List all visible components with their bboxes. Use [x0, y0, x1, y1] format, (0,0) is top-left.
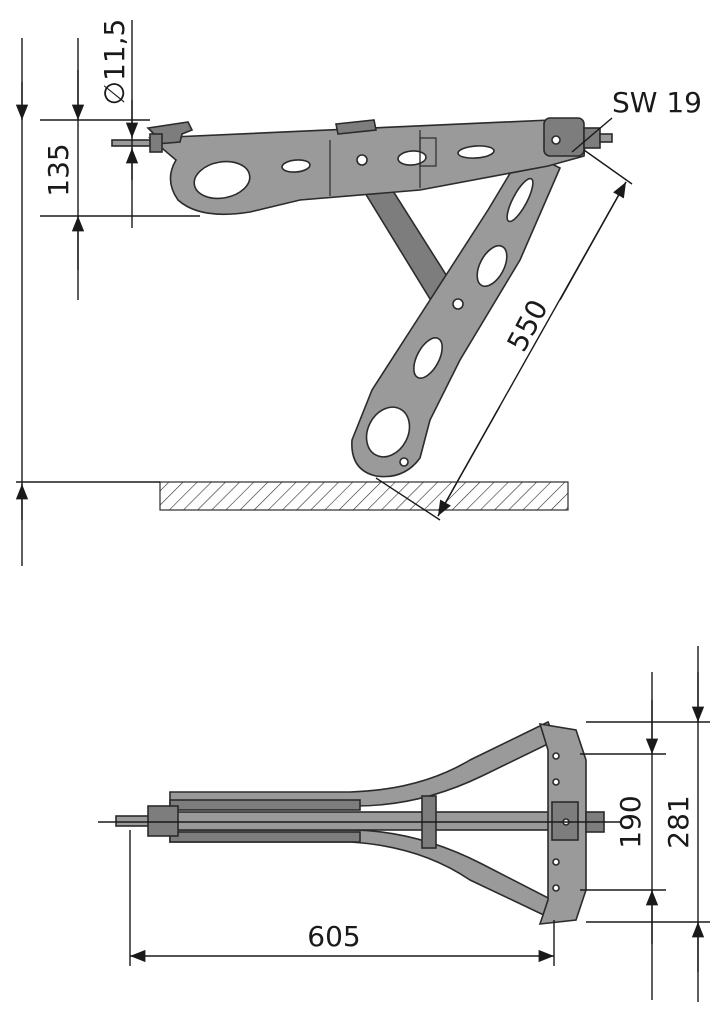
spindle-shaft-right	[599, 133, 613, 143]
leg-pivot-bolt	[452, 298, 464, 310]
v-frame-lower	[169, 829, 557, 920]
mount-knob-middle	[335, 119, 377, 135]
spindle-end-left	[115, 815, 153, 827]
spindle-head	[543, 117, 585, 157]
arm-center-bolt	[356, 154, 368, 166]
total-length-dimension-label: 605	[307, 920, 360, 953]
arm-hole-3	[397, 150, 427, 166]
arm-hole-1	[193, 160, 251, 200]
v-frame-upper	[169, 720, 558, 807]
length-dimension-label: 550	[500, 294, 554, 357]
frame-bar-bottom	[169, 831, 361, 843]
leg-hole-2	[476, 244, 508, 288]
support-leg	[351, 148, 562, 478]
leg-hole-4	[365, 406, 411, 458]
arm-hole-4	[457, 145, 495, 159]
spindle-body	[149, 811, 561, 831]
side-view: 135 ∅11,5 SW 19 550	[15, 19, 702, 566]
outer-width-dimension-label: 281	[662, 795, 695, 848]
frame-bar-top	[169, 799, 361, 811]
leg-hole-3	[413, 337, 443, 379]
ground-plate	[159, 481, 569, 511]
leg-foot-bolt	[399, 457, 409, 467]
leg-hole-1	[506, 177, 534, 223]
height-dimension-label: 135	[42, 143, 75, 196]
wrench-size-label: SW 19	[612, 86, 702, 119]
diameter-dimension-label: ∅11,5	[98, 19, 131, 106]
inner-width-dimension-label: 190	[614, 795, 647, 848]
top-view: 605 190 281	[98, 646, 710, 1002]
arm-hole-2	[281, 159, 311, 173]
main-arm	[147, 119, 587, 216]
